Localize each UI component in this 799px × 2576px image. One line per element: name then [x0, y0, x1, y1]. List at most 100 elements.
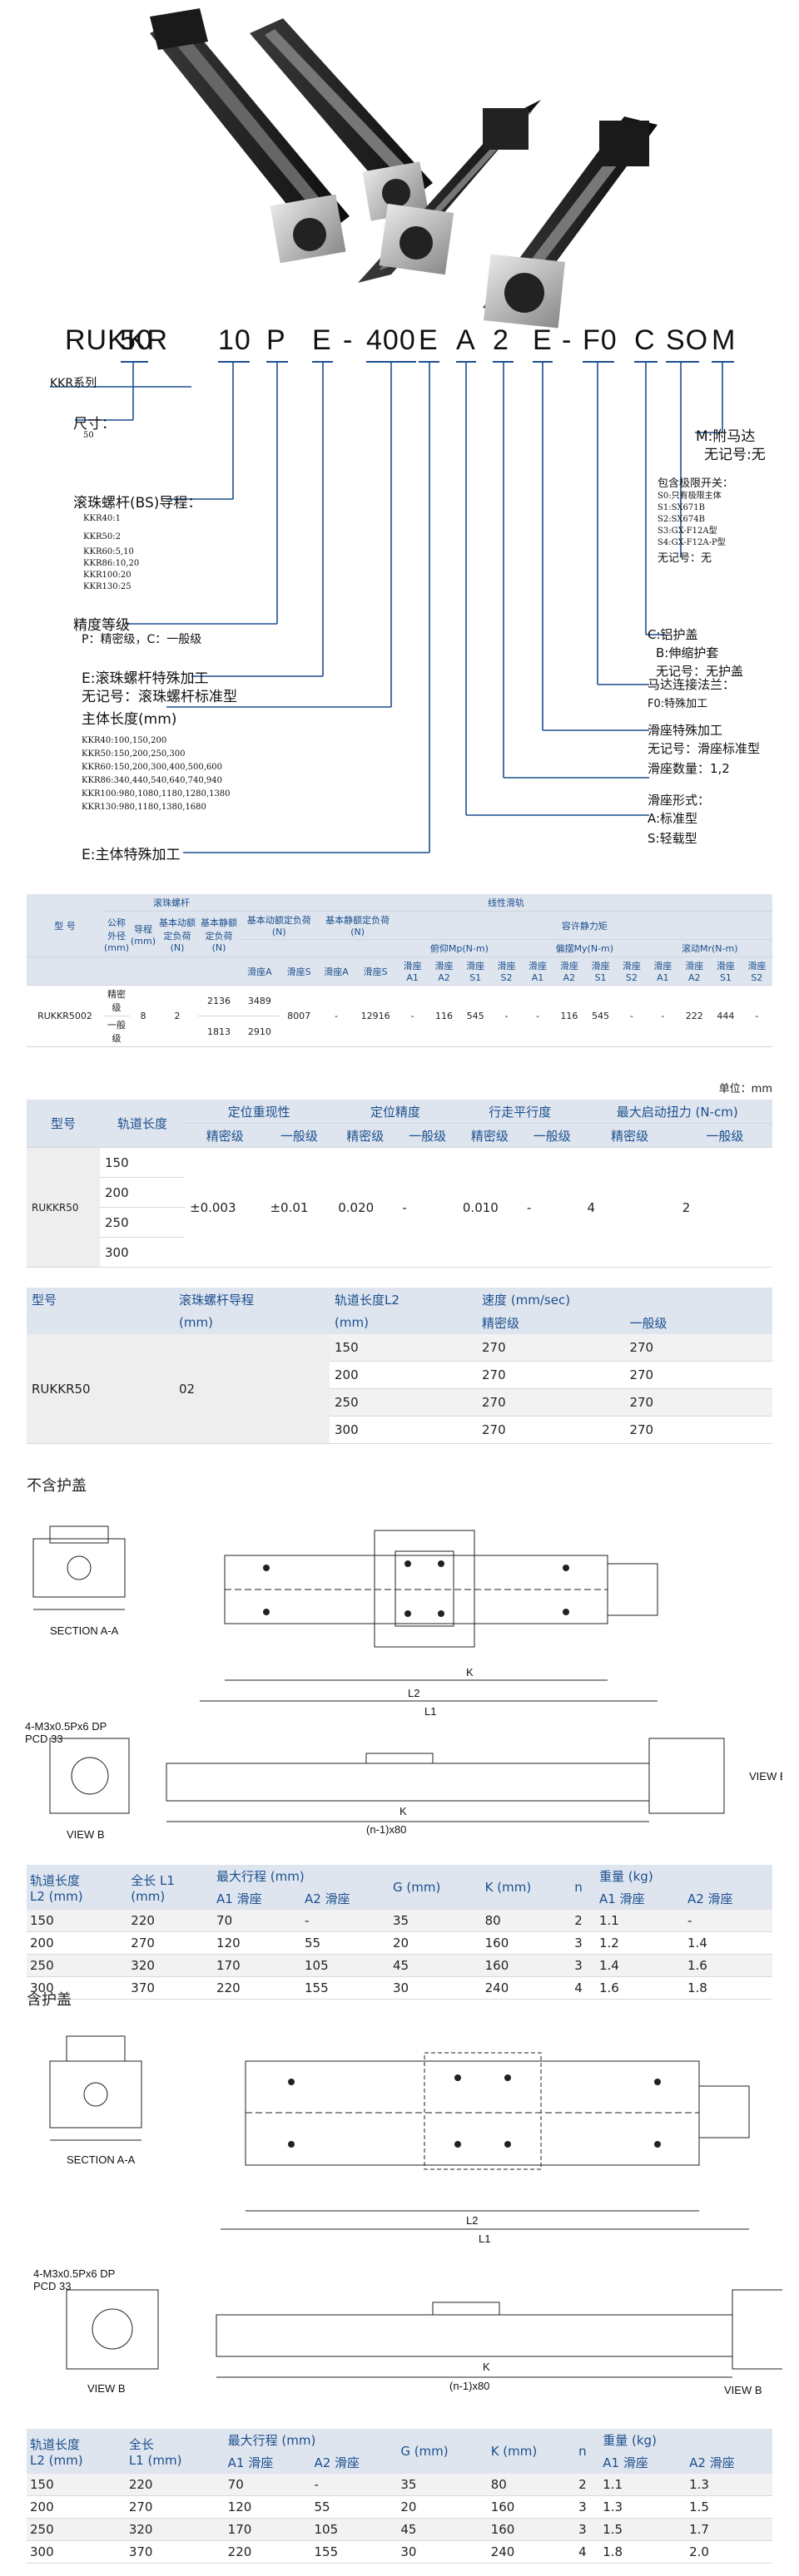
cell: 1.1	[595, 1910, 684, 1932]
label-k: K	[400, 1805, 407, 1817]
cell-lead: 02	[174, 1334, 330, 1444]
actuator-image-1	[150, 8, 350, 264]
lead-sub: KKR86:10,20	[83, 559, 140, 568]
col-moment: 容许静力矩	[396, 911, 772, 940]
label-slide-standard-a: A:标准型	[648, 811, 698, 826]
col-slide: 滑座A2	[678, 957, 711, 986]
length-sub: KKR130:980,1180,1380,1680	[82, 803, 206, 812]
cell: 120	[224, 2495, 311, 2519]
cell: 120	[213, 1931, 302, 1955]
col-l1: 全长 L1 (mm)	[125, 2429, 225, 2474]
label-motor-none: 无记号:无	[704, 447, 766, 463]
label-l1: L1	[479, 2232, 490, 2245]
cell-stat: 2910	[240, 1016, 280, 1047]
cell: -	[397, 1147, 458, 1268]
col-model: 型号	[27, 1288, 174, 1311]
col-sub: A2 滑座	[686, 2451, 772, 2474]
code-leader-lines	[50, 361, 734, 853]
label-slide-light-s: S:轻载型	[648, 831, 697, 846]
label-view-b: VIEW B	[724, 2384, 762, 2396]
cell: 70	[213, 1910, 302, 1932]
col-sub: A2 滑座	[301, 1887, 390, 1910]
cell: 240	[487, 2540, 576, 2564]
col-l2: 轨道长度 L2 (mm)	[27, 1865, 128, 1910]
cell: 2	[571, 1910, 596, 1932]
label-pitch: (n-1)x80	[449, 2380, 489, 2392]
cell: 240	[481, 1976, 572, 2000]
code-token-slide-special: E	[533, 324, 553, 356]
length-sub: KKR100:980,1080,1180,1280,1380	[82, 789, 231, 799]
cell: 270	[125, 2495, 225, 2519]
col-sub: A1 滑座	[595, 1887, 684, 1910]
col-sub: 精密级	[333, 1123, 398, 1148]
cell: 0.010	[457, 1147, 522, 1268]
cell: 3	[571, 1931, 596, 1955]
col-sub: A2 滑座	[683, 1887, 772, 1910]
col-mp: 俯仰Mp(N-m)	[396, 939, 523, 957]
length-sub: KKR40:100,150,200	[82, 736, 167, 745]
switch-sub: S2:SX674B	[658, 515, 705, 524]
col-lead: 导程(mm)	[130, 911, 157, 957]
cell-length: 200	[100, 1177, 185, 1208]
switch-sub: S0:只有极限主体	[658, 492, 722, 501]
cell: 8007	[279, 985, 319, 1047]
col-sub: A1 滑座	[213, 1887, 302, 1910]
label-view-b: VIEW B	[749, 1770, 782, 1782]
lead-sub: KKR130:25	[83, 582, 132, 591]
col-slide: 滑座A1	[522, 957, 553, 986]
col-weight: 重量 (kg)	[595, 1865, 772, 1887]
cell: 160	[487, 2495, 576, 2519]
cell: -	[683, 1910, 772, 1932]
col-od: 公称外径(mm)	[103, 911, 131, 957]
label-pitch: (n-1)x80	[366, 1823, 406, 1836]
table-row: 250 270 270	[27, 1388, 772, 1417]
cell: 4	[571, 1976, 596, 2000]
code-token-switch: SO	[666, 324, 709, 356]
label-k: K	[483, 2361, 490, 2373]
table-row: RUKKR50 150 ±0.003 ±0.01 0.020 - 0.010 -…	[27, 1147, 772, 1268]
col-repeat: 定位重现性	[185, 1100, 334, 1124]
dimension-table-cover: 轨道长度 L2 (mm) 全长 L1 (mm) 最大行程 (mm) G (mm)…	[27, 2429, 772, 2564]
label-section: SECTION A-A	[50, 1624, 119, 1637]
cell: 370	[127, 1976, 214, 2000]
label-switch-none: 无记号：无	[658, 552, 712, 565]
table-row: RUKKR5002 精密级 8 2 2136 3489 8007 - 12916…	[27, 985, 772, 1047]
cell: -	[521, 1147, 583, 1268]
lead-sub: KKR60:5,10	[83, 547, 134, 556]
col-slide: 滑座S	[279, 957, 319, 986]
col-stat: 基本静额定负荷(N)	[198, 911, 241, 957]
cell: -	[310, 2474, 398, 2496]
cell: 222	[678, 985, 711, 1047]
cell: 300	[330, 1416, 477, 1444]
col-stroke: 最大行程 (mm)	[224, 2429, 398, 2451]
cell: 300	[27, 1976, 128, 2000]
lead-sub: KKR50:2	[83, 532, 121, 541]
code-token-screw-special: E	[312, 324, 332, 356]
cell: 35	[390, 1910, 482, 1932]
cell: 270	[127, 1931, 214, 1955]
col-lead: 滚珠螺杆导程	[174, 1288, 330, 1311]
col-n: n	[575, 2429, 600, 2474]
cell: 105	[310, 2518, 398, 2541]
label-cover-none: 无记号：无护盖	[656, 664, 744, 679]
label-length: 主体长度(mm)	[82, 711, 177, 728]
cell-lead: 2	[156, 985, 199, 1047]
col-slide: 滑座S2	[741, 957, 772, 986]
col-gstat: 基本静额定负荷(N)	[318, 911, 397, 940]
cell: 220	[213, 1976, 302, 2000]
cell: 45	[390, 1954, 482, 1977]
label-body-special: E:主体特殊加工	[82, 847, 181, 863]
label-series: KKR系列	[50, 377, 97, 390]
cell: 250	[330, 1388, 477, 1417]
cell: 30	[390, 1976, 482, 2000]
col-slide: 滑座S1	[710, 957, 742, 986]
table-row: 200 270 270	[27, 1361, 772, 1389]
cell: 1.8	[599, 2540, 687, 2564]
col-g: G (mm)	[397, 2429, 488, 2474]
label-slide-count: 滑座数量：1,2	[648, 761, 730, 776]
switch-sub: S1:SX671B	[658, 503, 705, 512]
cell: 160	[481, 1954, 572, 1977]
cell: 1.8	[683, 1976, 772, 2000]
